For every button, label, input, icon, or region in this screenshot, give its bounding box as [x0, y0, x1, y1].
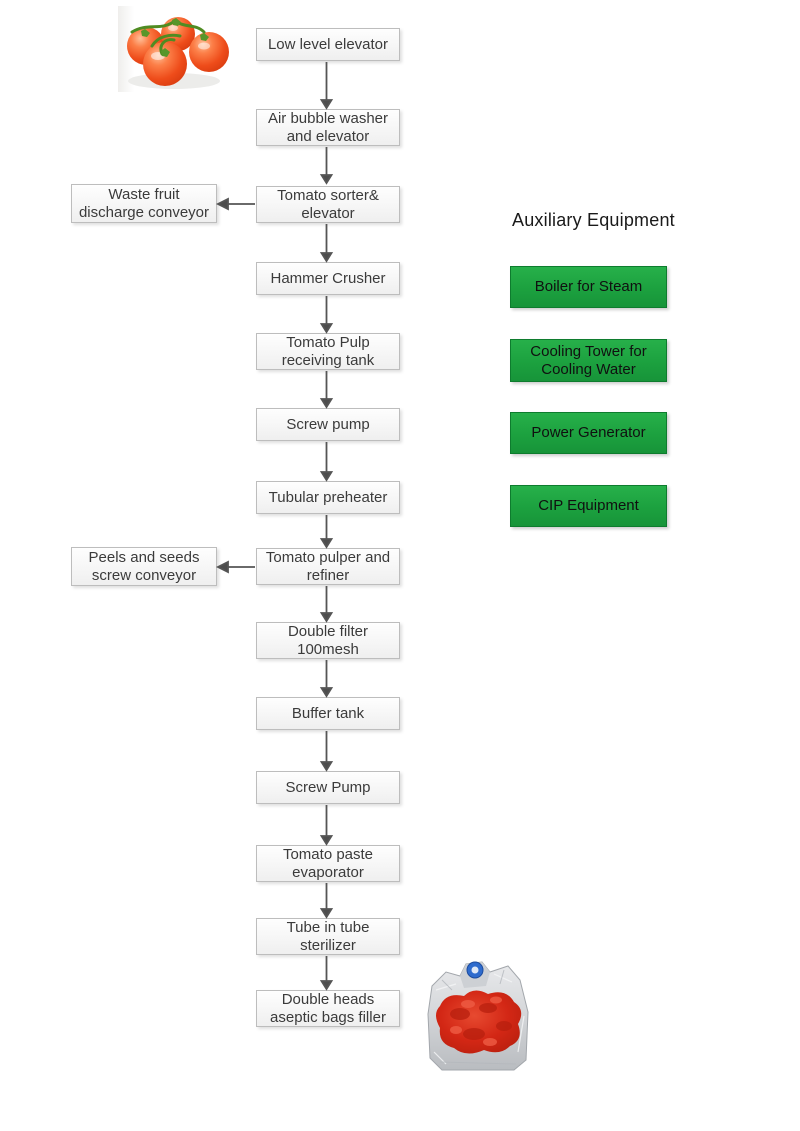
arrow-down-icon: [319, 660, 334, 698]
step-tomato-sorter-elevator: Tomato sorter& elevator: [256, 186, 400, 223]
step-tube-in-tube-sterilizer: Tube in tube sterilizer: [256, 918, 400, 955]
tomato-paste: [436, 990, 522, 1054]
step-tomato-pulper-refiner: Tomato pulper and refiner: [256, 548, 400, 585]
arrow-down-icon: [319, 296, 334, 334]
arrow-down-icon: [319, 731, 334, 772]
step-screw-pump-2: Screw Pump: [256, 771, 400, 804]
step-double-heads-aseptic-bags-filler: Double heads aseptic bags filler: [256, 990, 400, 1027]
arrow-down-icon: [319, 586, 334, 623]
auxiliary-equipment-heading: Auxiliary Equipment: [512, 210, 675, 230]
paste-texture: [450, 996, 502, 1046]
aux-power-generator: Power Generator: [510, 412, 667, 454]
bag-spout-cap-center: [471, 966, 479, 974]
step-tomato-pulp-receiving-tank: Tomato Pulp receiving tank: [256, 333, 400, 370]
arrow-down-icon: [319, 224, 334, 263]
aux-cip-equipment: CIP Equipment: [510, 485, 667, 527]
arrow-down-icon: [319, 515, 334, 549]
arrow-left-icon: [215, 560, 255, 574]
branch-waste-fruit-discharge-conveyor: Waste fruit discharge conveyor: [71, 184, 217, 223]
aux-boiler-for-steam: Boiler for Steam: [510, 266, 667, 308]
step-double-filter-100mesh: Double filter 100mesh: [256, 622, 400, 659]
step-screw-pump-1: Screw pump: [256, 408, 400, 441]
arrow-down-icon: [319, 883, 334, 919]
arrow-down-icon: [319, 62, 334, 110]
step-tubular-preheater: Tubular preheater: [256, 481, 400, 514]
step-air-bubble-washer: Air bubble washer and elevator: [256, 109, 400, 146]
foil-creases: [439, 969, 517, 1065]
step-low-level-elevator: Low level elevator: [256, 28, 400, 61]
arrow-down-icon: [319, 147, 334, 185]
arrow-left-icon: [215, 197, 255, 211]
aux-cooling-tower: Cooling Tower for Cooling Water: [510, 339, 667, 382]
arrow-down-icon: [319, 805, 334, 846]
paste-texture: [450, 1003, 512, 1040]
highlight: [168, 25, 178, 31]
highlight: [198, 42, 210, 50]
tomato-sepals: [141, 18, 209, 57]
step-tomato-paste-evaporator: Tomato paste evaporator: [256, 845, 400, 882]
tomato: [189, 32, 229, 72]
aseptic-bag-photo: [427, 961, 529, 1071]
arrow-down-icon: [319, 371, 334, 409]
branch-peels-and-seeds-screw-conveyor: Peels and seeds screw conveyor: [71, 547, 217, 586]
step-hammer-crusher: Hammer Crusher: [256, 262, 400, 295]
arrow-down-icon: [319, 442, 334, 482]
arrow-down-icon: [319, 956, 334, 991]
tomatoes-photo: [118, 6, 234, 92]
step-buffer-tank: Buffer tank: [256, 697, 400, 730]
